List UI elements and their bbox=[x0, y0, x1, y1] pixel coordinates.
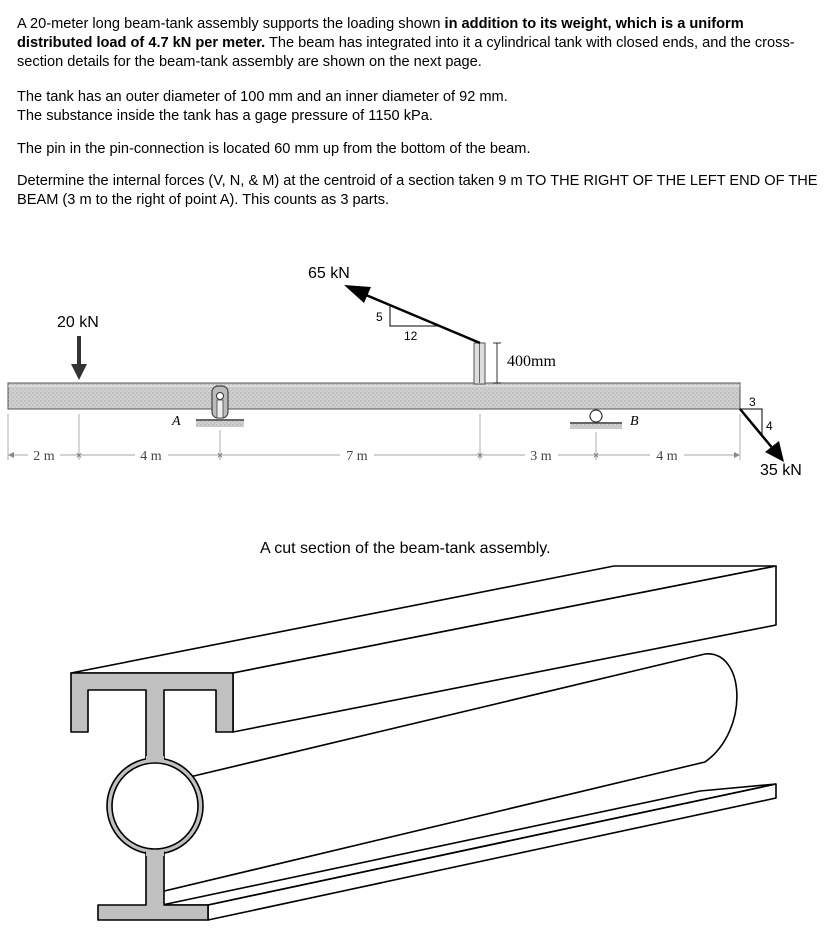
slope-rise-65: 5 bbox=[376, 310, 383, 324]
svg-text:×: × bbox=[217, 450, 223, 462]
vertical-post bbox=[473, 342, 486, 385]
problem-paragraph-4: Determine the internal forces (V, N, & M… bbox=[17, 172, 823, 210]
front-section-top bbox=[70, 672, 234, 761]
beam bbox=[7, 382, 741, 410]
dimension-line: × × × × 2 m 4 m 7 m 3 m 4 m bbox=[7, 414, 741, 464]
problem-paragraph-3: The pin in the pin-connection is located… bbox=[17, 140, 823, 159]
point-b-label: B bbox=[630, 414, 639, 429]
tank-pressure-text: The substance inside the tank has a gage… bbox=[17, 108, 433, 124]
dim-7m: 7 m bbox=[346, 449, 368, 464]
problem-text-intro: A 20-meter long beam-tank assembly suppo… bbox=[17, 16, 445, 32]
problem-text-tank: The beam has integrated into it a cylind… bbox=[17, 35, 795, 70]
dim-3m: 3 m bbox=[530, 449, 552, 464]
dim-4m-right: 4 m bbox=[656, 449, 678, 464]
cut-section-view bbox=[70, 565, 777, 921]
svg-text:×: × bbox=[593, 450, 599, 462]
load-35kn-label: 35 kN bbox=[760, 462, 802, 479]
slope-run-35: 4 bbox=[766, 419, 773, 433]
load-20kn: 20 kN bbox=[57, 314, 99, 380]
front-section-bottom bbox=[97, 851, 209, 921]
section-caption: A cut section of the beam-tank assembly. bbox=[260, 540, 551, 557]
task-text: Determine the internal forces (V, N, & M… bbox=[17, 173, 818, 208]
problem-text-weight: in addition to its weight, which is a un… bbox=[17, 16, 744, 51]
load-65kn-label: 65 kN bbox=[308, 265, 350, 282]
post-height-dimension: 400mm bbox=[493, 342, 556, 384]
load-35kn: 3 4 35 kN bbox=[739, 395, 802, 479]
pin-location-text: The pin in the pin-connection is located… bbox=[17, 141, 531, 157]
svg-text:×: × bbox=[477, 450, 483, 462]
problem-paragraph-2: The tank has an outer diameter of 100 mm… bbox=[17, 88, 823, 126]
roller-support-b: B bbox=[570, 409, 639, 429]
point-a-label: A bbox=[171, 414, 181, 429]
load-20kn-label: 20 kN bbox=[57, 314, 99, 331]
beam-diagram: 400mm 20 kN 65 kN 5 12 A bbox=[7, 265, 802, 479]
tank-diameter-text: The tank has an outer diameter of 100 mm… bbox=[17, 89, 508, 105]
front-section-tank-inner bbox=[111, 762, 199, 850]
svg-text:×: × bbox=[76, 450, 82, 462]
tank-cylinder bbox=[155, 653, 738, 894]
load-65kn: 65 kN 5 12 bbox=[308, 265, 481, 345]
slope-rise-35: 3 bbox=[749, 395, 756, 409]
problem-paragraph-1: A 20-meter long beam-tank assembly suppo… bbox=[17, 15, 823, 72]
post-height-label: 400mm bbox=[507, 353, 556, 370]
dim-2m: 2 m bbox=[33, 449, 55, 464]
pin-support-a: A bbox=[171, 385, 244, 429]
dim-4m-left: 4 m bbox=[140, 449, 162, 464]
slope-run-65: 12 bbox=[404, 329, 418, 343]
